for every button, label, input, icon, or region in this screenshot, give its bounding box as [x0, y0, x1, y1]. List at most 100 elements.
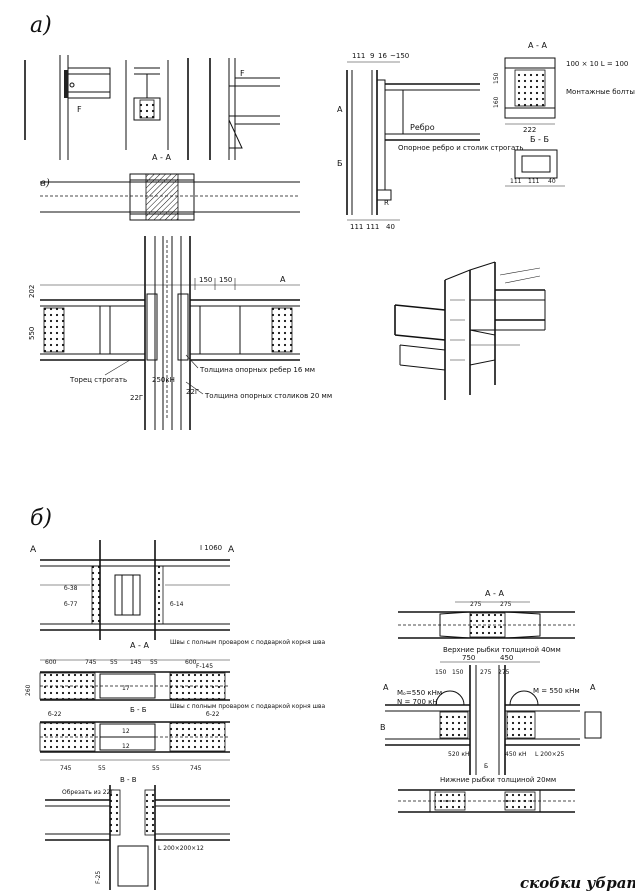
note-top-plates: Верхние рыбки толщиной 40мм — [443, 646, 561, 654]
top-splice-plates: А - А 275 275 Верхние рыбки толщиной 40м… — [398, 589, 575, 654]
plate-label-7: 12 — [122, 743, 130, 750]
dim-top-3: ~150 — [390, 52, 409, 60]
plate-label-6: 12 — [122, 728, 130, 735]
dim-bottom-row-1: 55 — [98, 765, 106, 772]
shear-left: N = 700 кН — [397, 698, 438, 706]
dim-top-row-2: 55 — [110, 659, 118, 666]
mark-b: Б — [484, 763, 488, 770]
column-bracket-detail: 111 9 16 ~150 111 111 40 Ребро Опорное р… — [337, 52, 524, 231]
note-table-thickness: Толщина опорных столиков 20 мм — [204, 392, 332, 400]
plate-label-3: б-22 — [48, 711, 62, 718]
dim-mid-0: 750 — [462, 654, 475, 662]
mark-a: А — [337, 105, 343, 114]
section-aa-label-br: А - А — [485, 589, 504, 598]
dim-202: 202 — [28, 285, 36, 298]
bottom-splice-plates — [398, 789, 575, 813]
dim-top-0: 111 — [352, 52, 365, 60]
dim-mid-5: 275 — [498, 669, 510, 676]
note-end-planed: Торец строгать — [69, 376, 127, 384]
dim-bottom-row-3: 745 — [190, 765, 202, 772]
dim-top-2: 16 — [378, 52, 387, 60]
beam-splice-aa: А - А — [40, 153, 300, 221]
weld-note-1: Швы с полным проваром с подваркой корня … — [170, 639, 325, 646]
dim-222: 222 — [523, 126, 536, 134]
plate-label-1: б-77 — [64, 601, 78, 608]
section-aa-detail: А - А 100 × 10 L = 100 Монтажные болты 2… — [493, 41, 635, 134]
detail-3: F — [187, 58, 280, 160]
part-label-b: б) — [30, 506, 52, 531]
section-bb-detail: Б - Б 111 111 40 — [505, 135, 565, 187]
dim-br-top-1: 275 — [500, 601, 512, 608]
beam-welded-splice-elevation: А А I 1060 б-38 б-77 б-14 — [30, 540, 235, 640]
bolts-label: Монтажные болты — [566, 88, 635, 96]
dim-top-1: 9 — [370, 52, 374, 60]
dim-bottom-row-2: 55 — [152, 765, 160, 772]
angle-label-br: L 200×25 — [535, 751, 565, 758]
dim-150-right: 150 — [219, 276, 232, 284]
section-vv: В - В Обрезать из 22Г L 200×200×12 F-25 — [45, 776, 230, 890]
section-aa-plan: А - А Швы с полным проваром с подваркой … — [25, 639, 325, 701]
dim-top-row-0: 600 — [45, 659, 57, 666]
angle-label: L 200×200×12 — [158, 845, 204, 852]
section-aa-label-bottom: А - А — [130, 641, 149, 650]
dim-150-left: 150 — [199, 276, 212, 284]
dim-bottom-0: 111 — [350, 223, 363, 231]
dim-top-row-1: 745 — [85, 659, 97, 666]
isometric-joint — [394, 261, 546, 400]
moment-right: M = 550 кНм — [533, 687, 580, 695]
dim-260: 260 — [25, 684, 32, 696]
mark-b: Б — [337, 159, 343, 168]
dim-bottom-row-0: 745 — [60, 765, 72, 772]
cut-note: Обрезать из 22Г — [62, 789, 114, 796]
note-bottom-plates: Нижние рыбки толщиной 20мм — [440, 776, 556, 784]
dim-550: 550 — [28, 327, 36, 340]
weld-note-2: Швы с полным проваром с подваркой корня … — [170, 703, 325, 710]
plate-label-0: б-38 — [64, 585, 78, 592]
dim-mid-1: 450 — [500, 654, 513, 662]
profile-label-right: 22Г — [186, 388, 199, 396]
profile-label: I 1060 — [200, 544, 222, 552]
mark-v: В — [380, 723, 386, 732]
section-aa-label: А - А — [152, 153, 171, 162]
section-mark-right: А — [228, 545, 235, 555]
dim-mid-4: 275 — [480, 669, 492, 676]
dim-mid-2: 150 — [435, 669, 447, 676]
dim-bottom-2: 40 — [386, 223, 395, 231]
dim-bottom-1: 111 — [366, 223, 379, 231]
dim-bb-0: 111 — [510, 178, 522, 185]
detail-2 — [125, 60, 169, 150]
detail-1: F — [24, 55, 111, 160]
dim-vert-1: 160 — [493, 96, 500, 108]
f-label-1: F-25 — [95, 871, 102, 884]
dim-vert-0: 150 — [493, 72, 500, 84]
profile-label-left: 22Г — [130, 394, 143, 402]
dim-bb-2: 40 — [548, 178, 556, 185]
label-rib: Ребро — [410, 123, 435, 132]
plate-label-5: 17 — [122, 685, 130, 692]
detail-f-label: F — [77, 105, 82, 114]
section-mark-a-right: А — [590, 683, 596, 692]
column-beam-joint: 150 150 550 202 А Торец строгать Толщина… — [28, 236, 332, 430]
section-vv-label: В - В — [120, 776, 137, 784]
f-label-0: F-145 — [196, 663, 213, 670]
note-stiffener-thickness: Толщина опорных ребер 16 мм — [199, 366, 315, 374]
mark-r: R — [384, 199, 389, 207]
note-support-rib: Опорное ребро и столик строгать — [398, 144, 524, 152]
section-mark-a: А — [280, 275, 286, 284]
part-label-a: а) — [30, 13, 52, 38]
section-bb-label-right: Б - Б — [530, 135, 549, 144]
section-bb-plan: Швы с полным проваром с подваркой корня … — [39, 703, 325, 772]
part-label-v: в) — [40, 178, 50, 189]
dim-top-row-3: 145 — [130, 659, 142, 666]
dim-mid-3: 150 — [452, 669, 464, 676]
force-bottom-right: 450 кН — [505, 751, 527, 758]
load-label: 250кН — [152, 376, 175, 384]
beam-column-moment-joint: 750 450 150 150 275 275 А А Mₒ=550 кНм N… — [380, 654, 602, 784]
detail-f-label-2: F — [240, 69, 245, 78]
section-mark-a-left: А — [383, 683, 389, 692]
section-bb-label-bottom: Б - Б — [130, 706, 147, 714]
dim-top-row-5: 600 — [185, 659, 197, 666]
section-aa-label-right: А - А — [528, 41, 547, 50]
plate-label-4: б-22 — [206, 711, 220, 718]
